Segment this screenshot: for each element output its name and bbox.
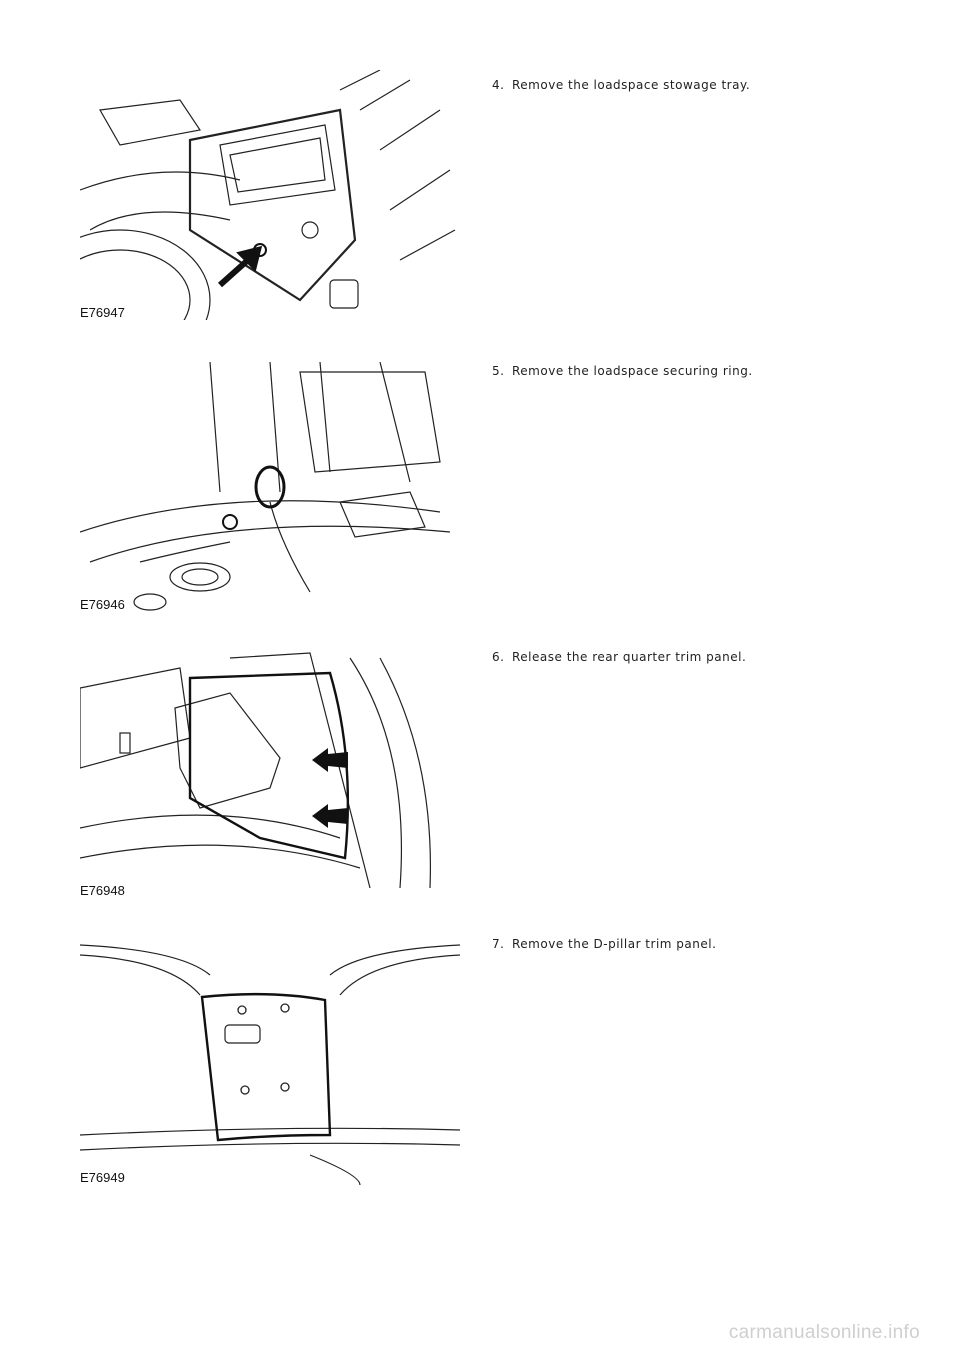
step-5: 5. Remove the loadspace securing ring.	[492, 364, 753, 378]
figure-label: E76948	[80, 883, 129, 898]
step-4: 4. Remove the loadspace stowage tray.	[492, 78, 750, 92]
arrow-icon	[218, 245, 263, 288]
figure-label: E76949	[80, 1170, 129, 1185]
step-text: Remove the loadspace stowage tray.	[512, 78, 751, 92]
step-6: 6. Release the rear quarter trim panel.	[492, 650, 746, 664]
d-pillar-trim-illustration	[80, 944, 460, 1185]
step-number: 6.	[492, 650, 505, 664]
step-text: Remove the D-pillar trim panel.	[512, 937, 717, 951]
figure-label: E76947	[80, 305, 129, 320]
step-text: Release the rear quarter trim panel.	[512, 650, 747, 664]
step-number: 7.	[492, 937, 505, 951]
screw-icon	[253, 243, 267, 257]
step-number: 5.	[492, 364, 505, 378]
step-text: Remove the loadspace securing ring.	[512, 364, 753, 378]
stowage-tray-illustration	[80, 70, 456, 320]
securing-ring-icon	[254, 465, 286, 509]
figure-label: E76946	[80, 597, 129, 612]
figure-d-pillar-trim: E76949	[80, 935, 460, 1185]
release-arrows-icon	[312, 748, 348, 828]
bolt-icon	[222, 514, 238, 530]
figure-rear-quarter-trim: E76948	[80, 648, 460, 898]
step-number: 4.	[492, 78, 505, 92]
securing-ring-illustration	[80, 362, 451, 611]
rear-quarter-trim-illustration	[80, 652, 431, 889]
watermark: carmanualsonline.info	[728, 1322, 920, 1343]
figure-stowage-tray: E76947	[80, 70, 460, 320]
step-7: 7. Remove the D-pillar trim panel.	[492, 937, 716, 951]
figure-securing-ring: E76946	[80, 362, 460, 612]
